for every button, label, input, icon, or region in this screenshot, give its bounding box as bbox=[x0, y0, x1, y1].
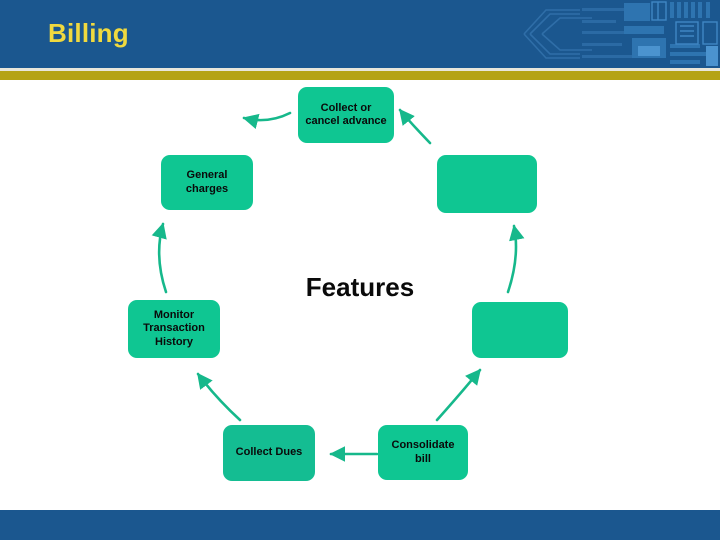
diagram-node-top-right-empty[interactable] bbox=[437, 155, 537, 213]
diagram-node-right-empty[interactable] bbox=[472, 302, 568, 358]
header-divider-gold bbox=[0, 71, 720, 80]
diagram-node-general-charges[interactable]: General charges bbox=[161, 155, 253, 210]
node-label: Monitor Transaction History bbox=[143, 308, 205, 348]
node-label: Consolidate bill bbox=[391, 439, 455, 465]
node-label: Collect Dues bbox=[235, 446, 303, 459]
arrow-monitor-to-generalcharges bbox=[151, 222, 168, 294]
arrow-collectdues-to-monitor bbox=[196, 372, 242, 422]
diagram-node-monitor-transaction-history[interactable]: Monitor Transaction History bbox=[128, 300, 220, 358]
header-divider-light bbox=[0, 68, 720, 71]
diagram-arrow-layer bbox=[151, 108, 525, 462]
diagram-center-title: Features bbox=[305, 272, 415, 302]
arrow-consolidate-to-right bbox=[435, 368, 482, 422]
slide-footer-bar bbox=[0, 510, 720, 540]
diagram-node-collect-dues[interactable]: Collect Dues bbox=[223, 425, 315, 481]
cycle-diagram: Collect or cancel advance Consolidate bi… bbox=[0, 80, 720, 510]
diagram-node-consolidate-bill[interactable]: Consolidate bill bbox=[378, 425, 468, 480]
node-label: General charges bbox=[185, 169, 229, 195]
arrow-topright-to-top bbox=[398, 108, 432, 145]
page-title: Billing bbox=[48, 18, 129, 48]
node-label: Collect or cancel advance bbox=[305, 101, 387, 127]
arrow-right-to-topright bbox=[506, 224, 525, 294]
slide-header: Billing bbox=[0, 0, 720, 68]
diagram-node-collect-or-cancel-advance[interactable]: Collect or cancel advance bbox=[298, 87, 394, 143]
circuit-board-pattern-icon bbox=[520, 0, 720, 68]
arrow-top-to-generalcharges bbox=[242, 111, 292, 129]
